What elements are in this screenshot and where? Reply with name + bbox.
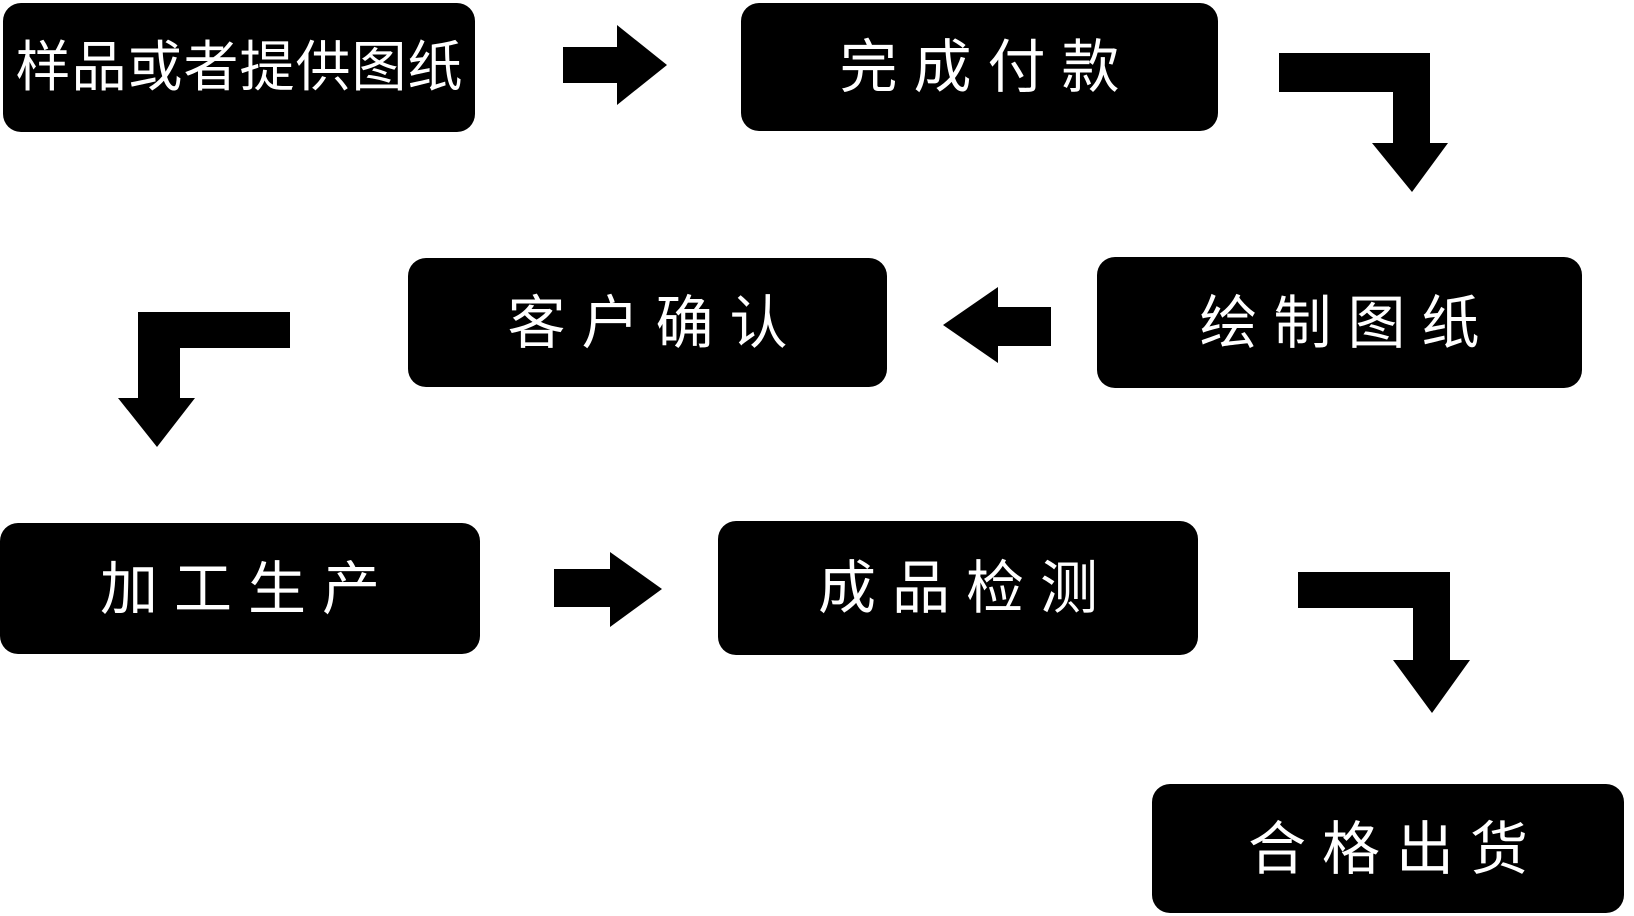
flow-node-draw-drawings: 绘制图纸 <box>1097 257 1582 388</box>
elbow-down-arrow-icon <box>118 312 290 447</box>
right-arrow-icon <box>554 552 662 627</box>
left-arrow-icon <box>943 287 1051 363</box>
flow-node-customer-confirm: 客户确认 <box>408 258 887 387</box>
elbow-down-arrow-icon <box>1279 53 1448 192</box>
flow-node-complete-payment: 完成付款 <box>741 3 1218 131</box>
flow-node-label: 成品检测 <box>817 554 1114 622</box>
flow-node-label: 完成付款 <box>839 33 1136 101</box>
flow-node-finished-product-inspection: 成品检测 <box>718 521 1198 655</box>
flow-node-label: 客户确认 <box>507 288 804 357</box>
flow-node-processing-production: 加工生产 <box>0 523 480 654</box>
flow-node-sample-or-drawing: 样品或者提供图纸 <box>3 3 475 132</box>
flow-node-qualified-shipment: 合格出货 <box>1152 784 1624 913</box>
right-arrow-icon <box>563 25 667 105</box>
flow-node-label: 合格出货 <box>1247 814 1544 883</box>
flow-node-label: 加工生产 <box>99 554 396 623</box>
flow-node-label: 绘制图纸 <box>1199 288 1496 357</box>
elbow-down-arrow-icon <box>1298 572 1470 713</box>
flow-node-label: 样品或者提供图纸 <box>15 35 464 99</box>
